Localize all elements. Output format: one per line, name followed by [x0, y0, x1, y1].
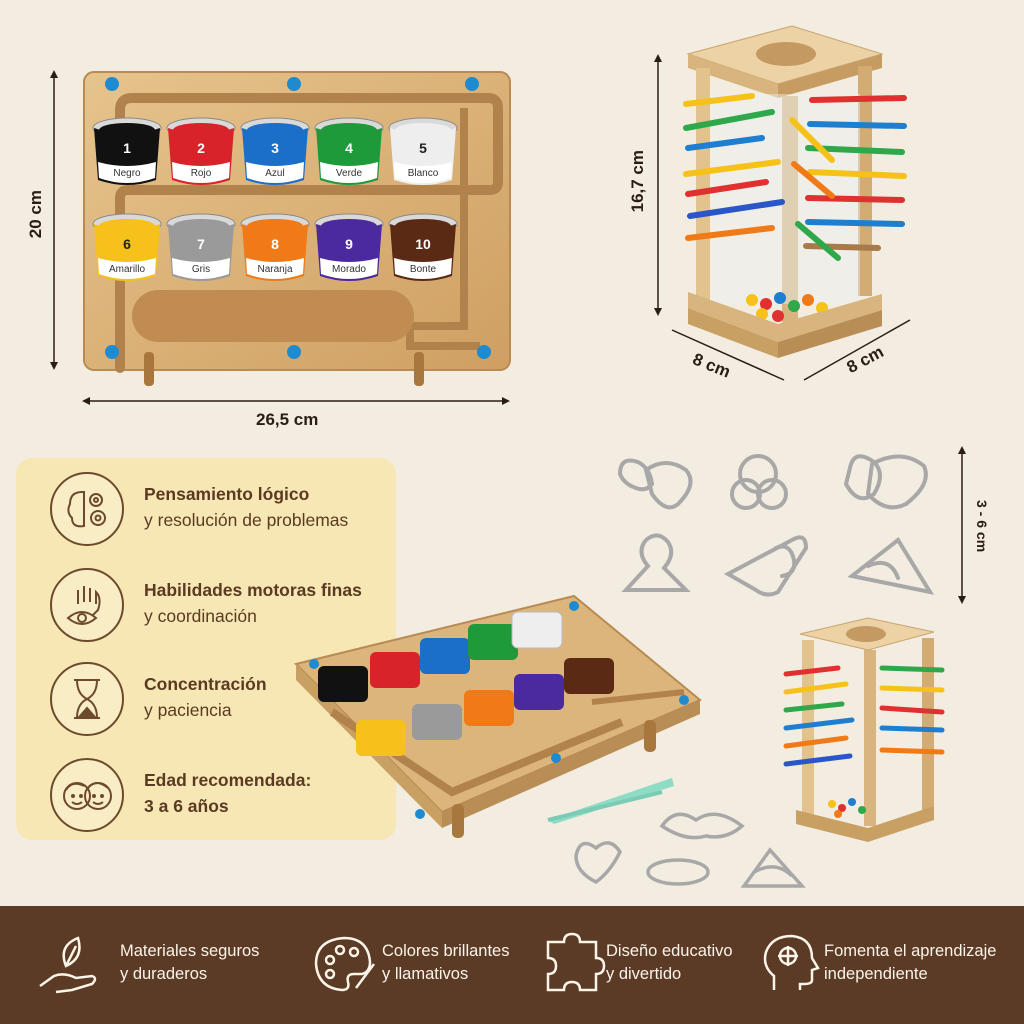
- footer-bar: Materiales seguros y duraderos Colores b…: [0, 906, 1024, 1024]
- puzzle-icon: [546, 932, 606, 992]
- footer-line1: Materiales seguros: [120, 942, 260, 960]
- cup-label: Azul: [265, 168, 285, 179]
- feature-subtitle: y coordinación: [144, 606, 257, 626]
- footer-line2: y llamativos: [382, 965, 469, 983]
- small-tower-illustration: [783, 617, 945, 842]
- cup-label: Naranja: [257, 264, 293, 275]
- feature-title: Edad recomendada:: [144, 770, 312, 790]
- cup-number: 2: [197, 140, 205, 156]
- cup-number: 4: [345, 140, 353, 156]
- cup-number: 8: [271, 236, 279, 252]
- cup-body: [388, 117, 458, 185]
- puzzle-size-line: [958, 446, 966, 604]
- board-width-line: [82, 397, 510, 405]
- footer-item-learning: Fomenta el aprendizaje independiente: [760, 928, 1022, 1004]
- kids-faces-icon: [50, 758, 124, 832]
- cup-number: 1: [123, 140, 131, 156]
- feature-logic: Pensamiento lógico y resolución de probl…: [34, 468, 384, 548]
- feature-subtitle: y resolución de problemas: [144, 510, 349, 530]
- cup-label: Negro: [113, 168, 141, 179]
- cup-body: [240, 117, 310, 185]
- head-idea-icon: [763, 934, 820, 990]
- metal-puzzles-illustration: [617, 454, 935, 597]
- tower-width-line: [803, 319, 911, 381]
- cup-label: Amarillo: [108, 264, 146, 275]
- footer-line2: y duraderos: [120, 965, 208, 983]
- feature-age: Edad recomendada: 3 a 6 años: [34, 754, 384, 834]
- brain-gears-icon: [50, 472, 124, 546]
- board-height-line: [50, 70, 58, 370]
- angled-board-illustration: [294, 594, 702, 838]
- cup-number: 5: [419, 140, 427, 156]
- feature-panel: Pensamiento lógico y resolución de probl…: [16, 458, 396, 840]
- footer-line2: independiente: [824, 965, 928, 983]
- stick-tower-illustration: [683, 25, 907, 358]
- feature-title: Pensamiento lógico: [144, 484, 310, 504]
- feature-subtitle: y paciencia: [144, 700, 232, 720]
- tweezers-illustration: [547, 778, 674, 824]
- cup-label: Verde: [335, 168, 363, 179]
- footer-item-materials: Materiales seguros y duraderos: [36, 928, 286, 1004]
- cup-body: [166, 213, 236, 281]
- footer-line1: Fomenta el aprendizaje: [824, 942, 997, 960]
- footer-line1: Diseño educativo: [606, 942, 733, 960]
- tower-height-line: [654, 54, 662, 316]
- cup-body: [388, 213, 458, 281]
- footer-item-design: Diseño educativo y divertido: [542, 928, 752, 1004]
- footer-line2: y divertido: [606, 965, 682, 983]
- cup-body: [314, 213, 384, 281]
- tower-depth-line: [671, 329, 785, 381]
- cup-number: 7: [197, 236, 205, 252]
- footer-item-colors: Colores brillantes y llamativos: [310, 928, 540, 1004]
- cup-label: Blanco: [407, 168, 439, 179]
- cup-body: [314, 117, 384, 185]
- feature-subtitle: 3 a 6 años: [144, 796, 229, 816]
- hand-eye-icon: [50, 568, 124, 642]
- feature-concentration: Concentración y paciencia: [34, 658, 384, 738]
- cup-body: [240, 213, 310, 281]
- feature-title: Concentración: [144, 674, 267, 694]
- cup-number: 9: [345, 236, 353, 252]
- cup-label: Gris: [191, 264, 211, 275]
- cup-label: Morado: [332, 264, 366, 275]
- feature-title: Habilidades motoras finas: [144, 580, 362, 600]
- board-height-label: 20 cm: [26, 190, 45, 239]
- cup-number: 3: [271, 140, 279, 156]
- cup-body: [166, 117, 236, 185]
- leaf-hand-icon: [39, 936, 97, 994]
- cup-body: [92, 213, 162, 281]
- cup-label: Bonte: [409, 264, 437, 275]
- feature-motor: Habilidades motoras finas y coordinación: [34, 564, 384, 644]
- cup-number: 6: [123, 236, 131, 252]
- cup-label: Rojo: [190, 168, 212, 179]
- small-puzzles-illustration: [574, 812, 806, 888]
- tower-height-label: 16,7 cm: [628, 150, 647, 213]
- board-width-label: 26,5 cm: [256, 410, 319, 429]
- puzzle-size-label: 3 - 6 cm: [974, 500, 990, 553]
- footer-line1: Colores brillantes: [382, 942, 510, 960]
- cup-body: [92, 117, 162, 185]
- palette-icon: [314, 936, 375, 992]
- cup-number: 10: [415, 236, 431, 252]
- hourglass-icon: [50, 662, 124, 736]
